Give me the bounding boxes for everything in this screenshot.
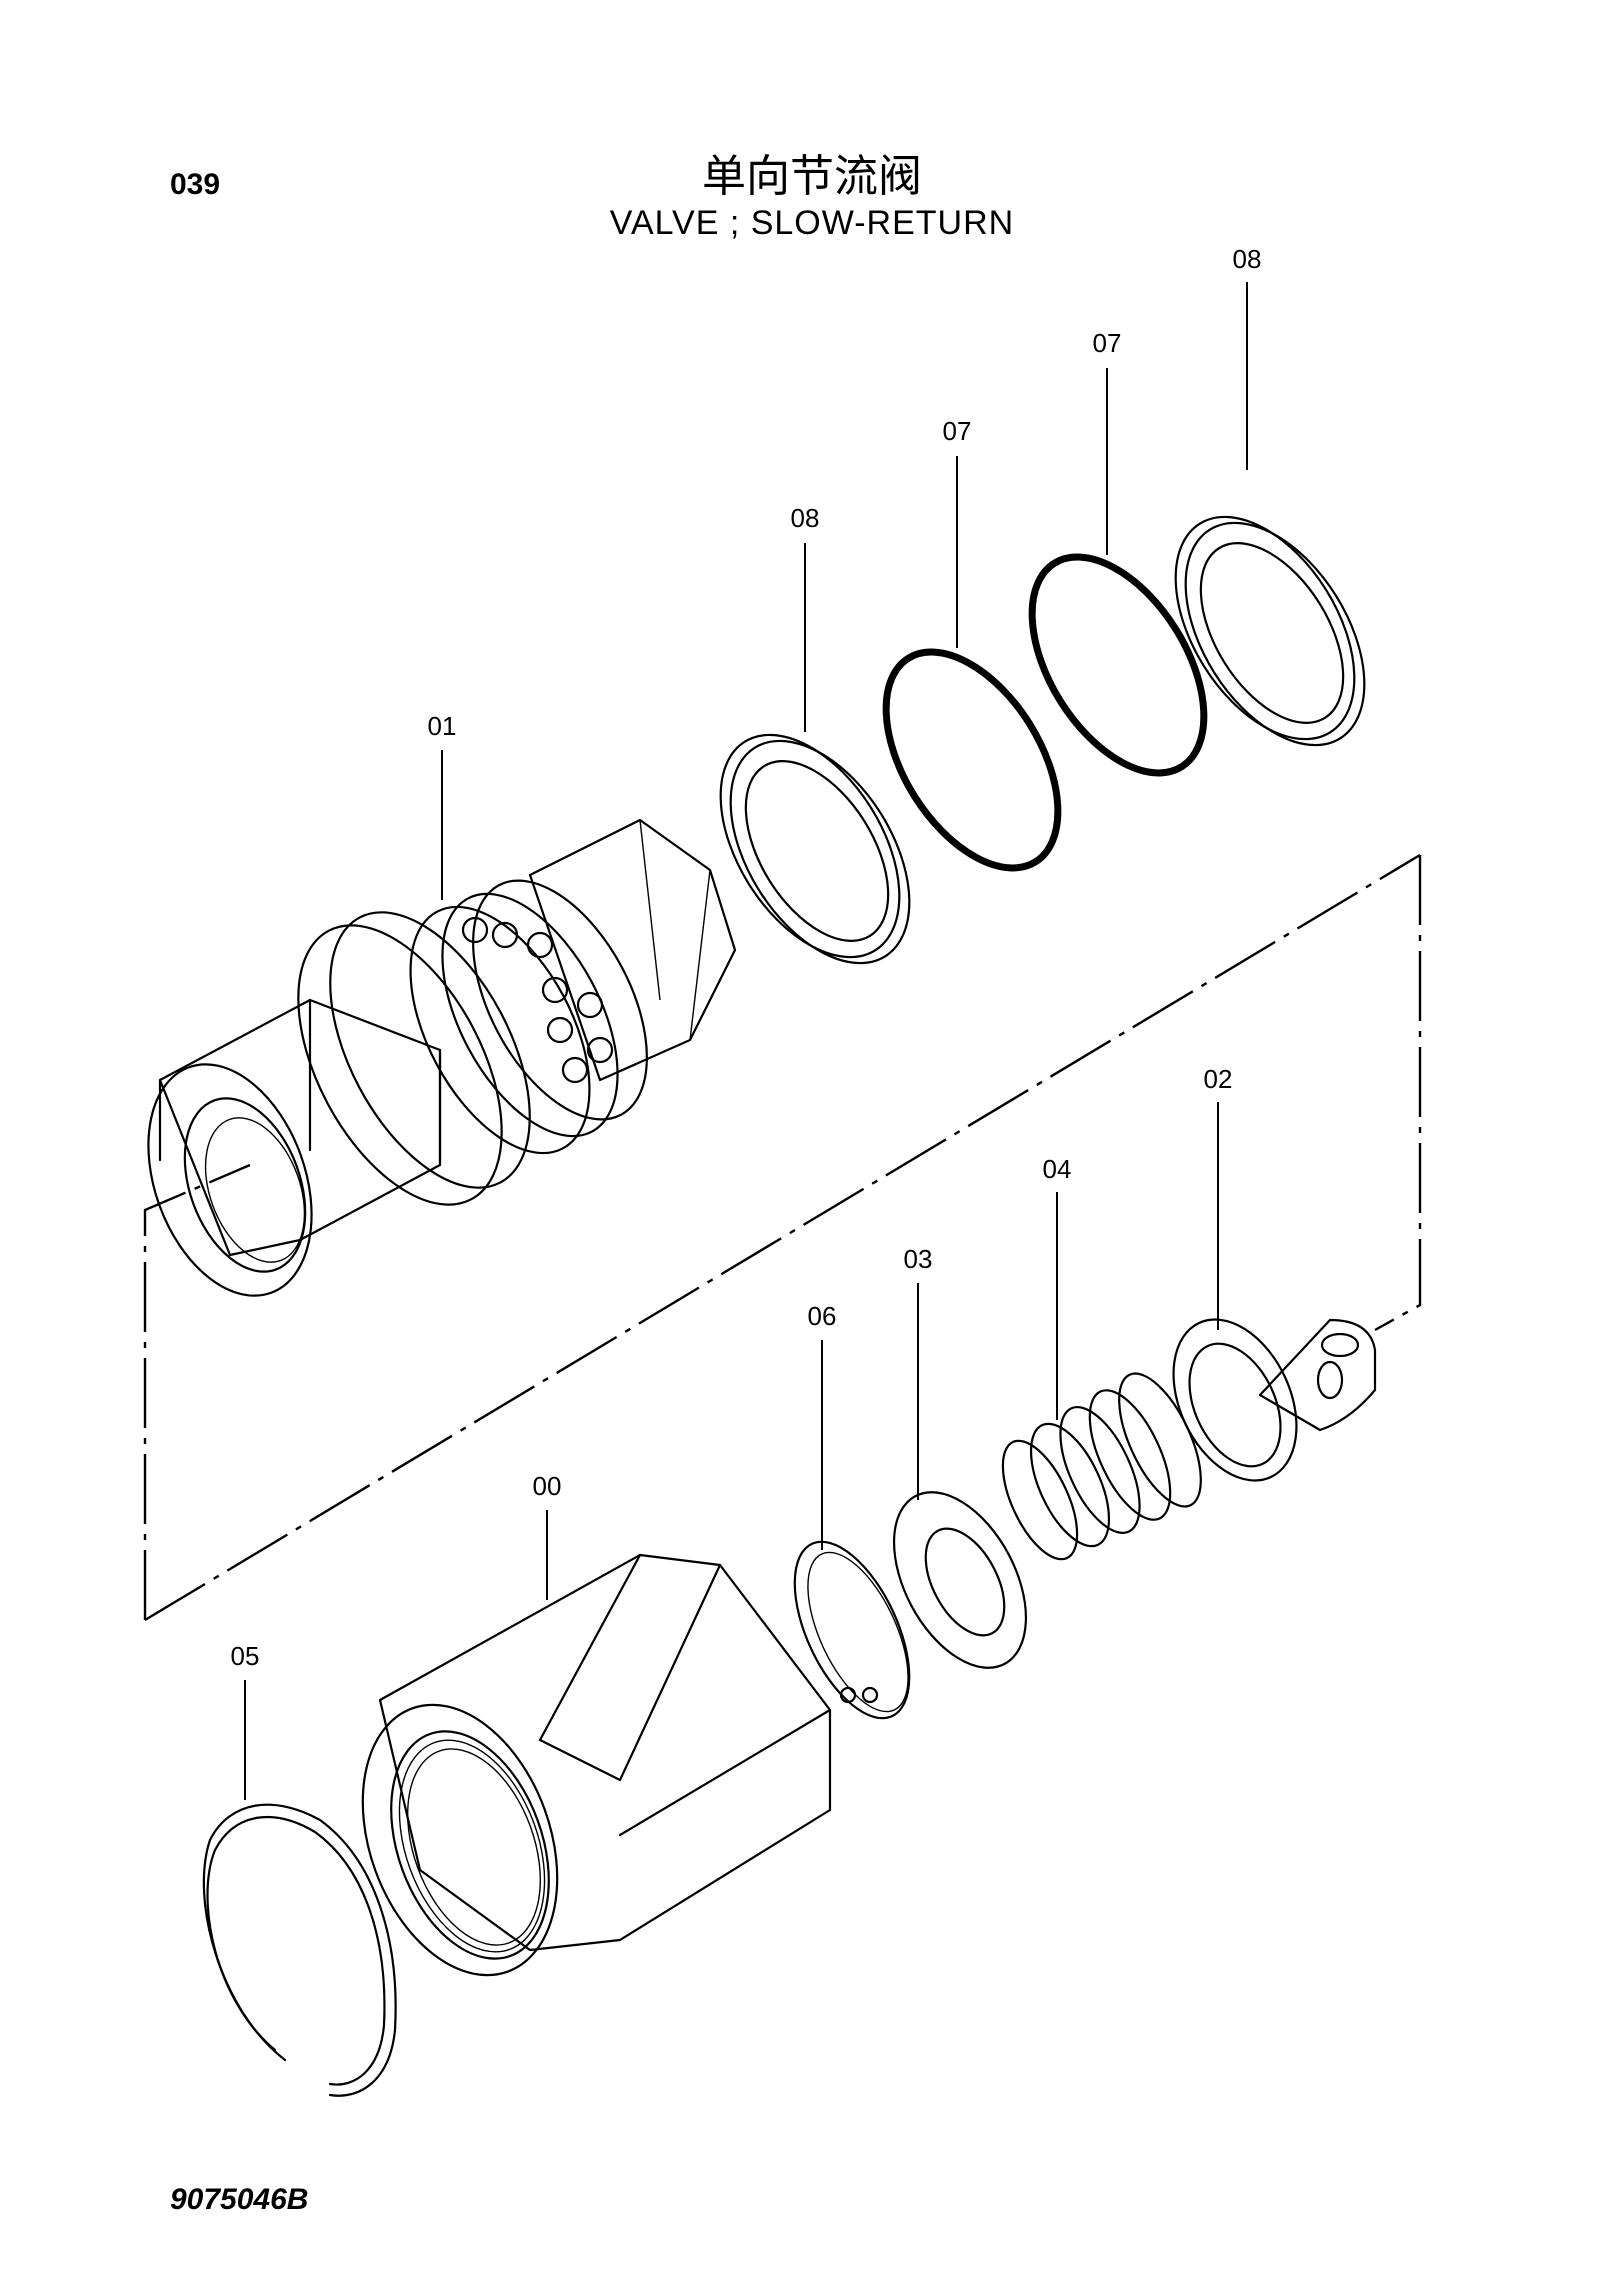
page-number: 039 — [170, 168, 221, 201]
callout-03: 03 — [904, 1244, 933, 1274]
callout-06: 06 — [808, 1301, 837, 1331]
part-04-spring — [1001, 1372, 1202, 1561]
title-chinese: 单向节流阀 — [702, 151, 922, 202]
part-01-valve-seat-body — [147, 818, 737, 1297]
part-02-poppet — [1172, 1318, 1377, 1482]
part-07-o-ring-right — [1028, 553, 1208, 777]
callout-08-left: 08 — [791, 503, 820, 533]
part-05-retaining-ring — [202, 1803, 397, 2097]
assembly-centerline — [143, 853, 1422, 1622]
callout-07-left: 07 — [943, 416, 972, 446]
part-00-housing — [361, 1553, 832, 1977]
callout-08-right: 08 — [1233, 244, 1262, 274]
part-07-o-ring-left — [882, 648, 1062, 872]
part-06-snap-ring — [793, 1540, 911, 1720]
callout-02: 02 — [1204, 1064, 1233, 1094]
callout-01: 01 — [428, 711, 457, 741]
drawing-number: 9075046B — [170, 2183, 309, 2216]
part-03-spring-seat — [892, 1491, 1028, 1669]
part-08-backup-ring-left — [719, 733, 911, 965]
part-08-backup-ring-right — [1174, 515, 1366, 747]
callout-leaders — [244, 282, 1248, 1800]
title-english: VALVE ; SLOW-RETURN — [609, 204, 1015, 242]
callout-04: 04 — [1043, 1154, 1072, 1184]
callout-05: 05 — [231, 1641, 260, 1671]
callout-07-right: 07 — [1093, 328, 1122, 358]
callout-00: 00 — [533, 1471, 562, 1501]
